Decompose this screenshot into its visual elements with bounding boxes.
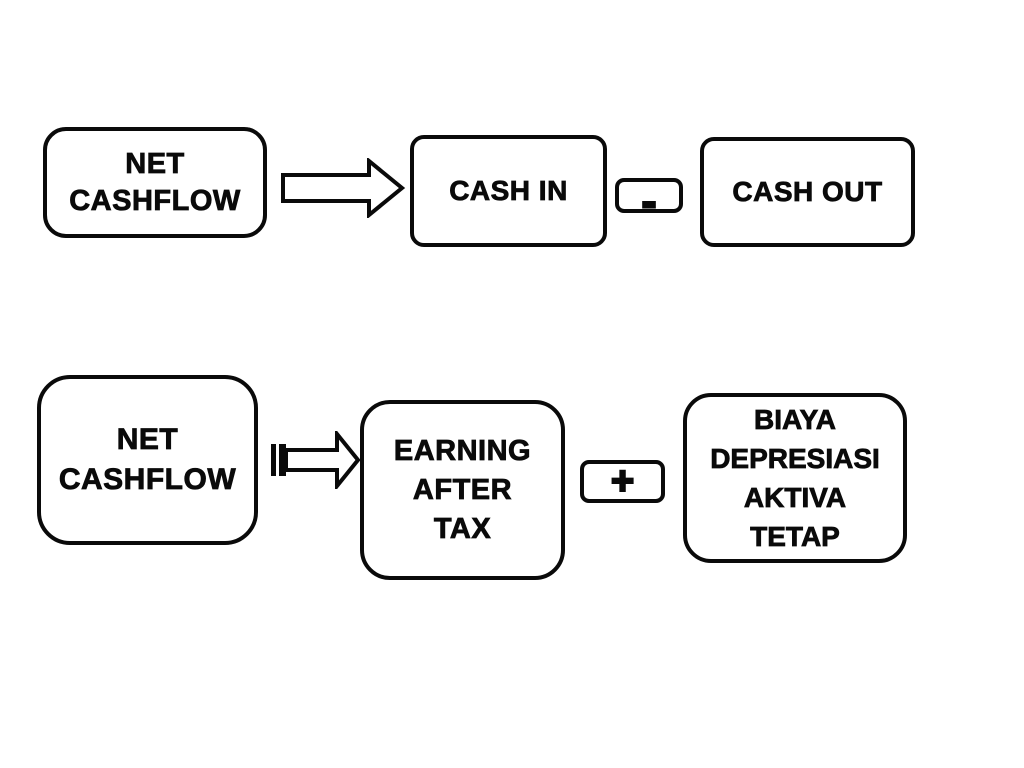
node-label-line: EARNING <box>393 434 532 467</box>
node-label-line: TETAP <box>750 521 841 553</box>
node-label-line: NET <box>116 423 179 457</box>
node-label-line: CASHFLOW <box>69 184 241 217</box>
node-label-line: AFTER <box>412 473 513 506</box>
node-label-line: NET <box>125 147 185 180</box>
right-arrow-icon <box>281 158 406 218</box>
node-net-cashflow-row2: NET CASHFLOW <box>37 375 258 545</box>
node-label-line: DEPRESIASI <box>710 443 880 475</box>
node-label-line: BIAYA <box>754 404 837 436</box>
node-label-line: CASHFLOW <box>58 463 237 497</box>
node-cash-out: CASH OUT <box>700 137 915 247</box>
minus-operator-box: - <box>615 177 683 225</box>
node-label-line: AKTIVA <box>743 482 847 514</box>
node-earning-after-tax: EARNING AFTER TAX <box>360 400 565 580</box>
node-biaya-depresiasi-aktiva-tetap: BIAYA DEPRESIASI AKTIVA TETAP <box>683 393 907 563</box>
striped-tail-right-arrow-icon <box>271 431 361 489</box>
node-net-cashflow-row1: NET CASHFLOW <box>43 127 267 238</box>
node-cash-in: CASH IN <box>410 135 607 247</box>
node-label-line: TAX <box>433 512 492 545</box>
node-label: CASH OUT <box>732 176 883 208</box>
node-label: CASH IN <box>449 175 568 207</box>
plus-operator-box: + <box>580 460 665 503</box>
